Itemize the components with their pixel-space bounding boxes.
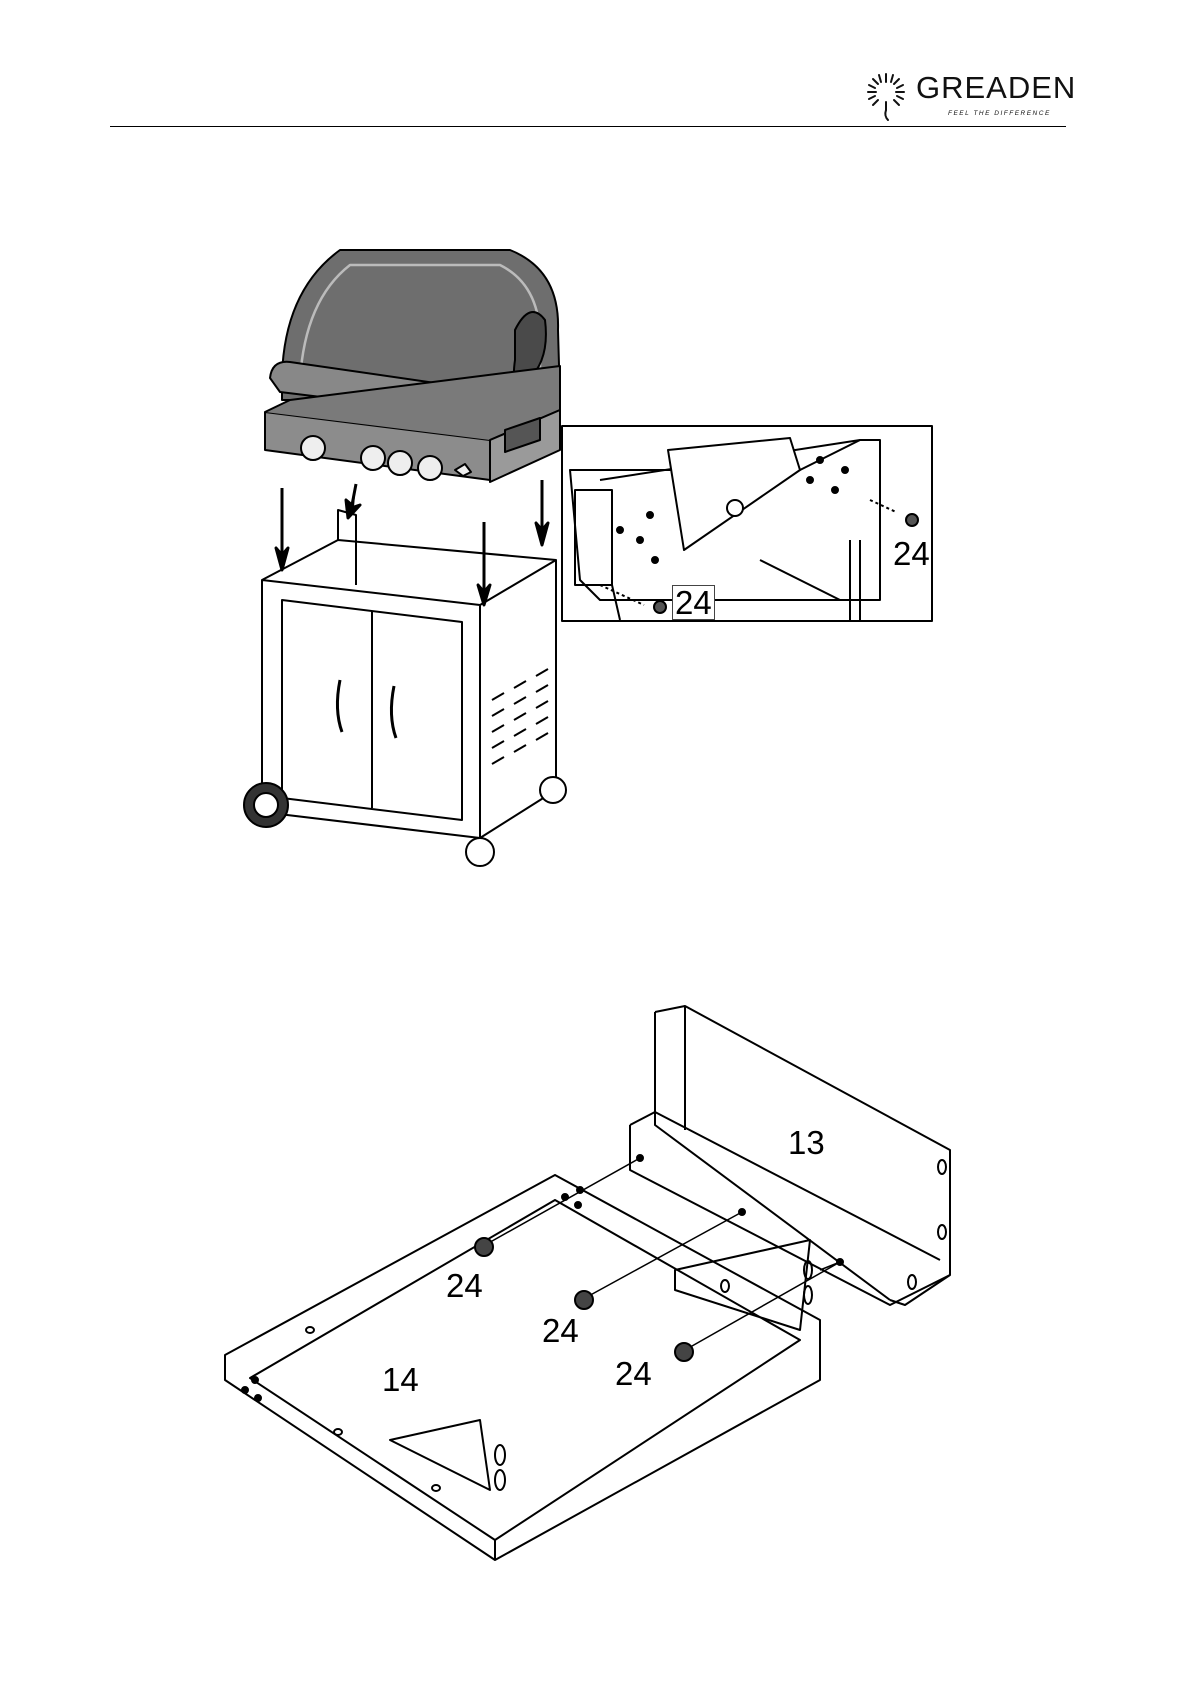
part-label-14: 14 bbox=[382, 1363, 419, 1396]
screw-label-24: 24 bbox=[446, 1269, 483, 1302]
screw-label-24: 24 bbox=[542, 1314, 579, 1347]
part-label-13: 13 bbox=[788, 1126, 825, 1159]
screw-label-24: 24 bbox=[615, 1357, 652, 1390]
part-14-frame bbox=[225, 1175, 820, 1560]
